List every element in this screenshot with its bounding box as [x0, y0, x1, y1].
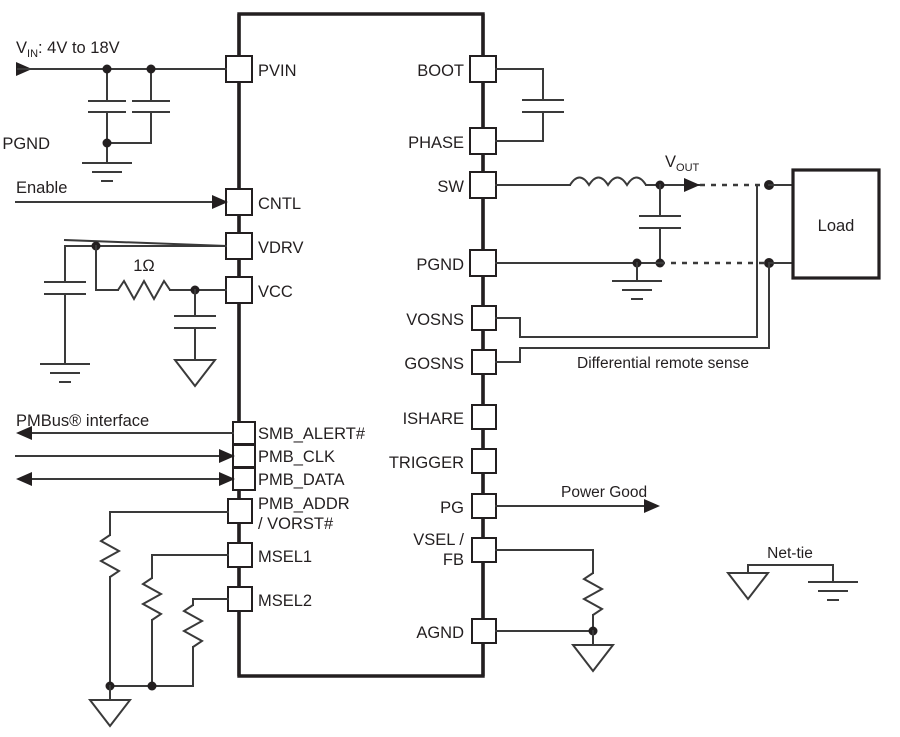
pin-label-agnd: AGND	[416, 624, 464, 642]
pin-label-smb-alert: SMB_ALERT#	[258, 425, 366, 443]
pin-phase[interactable]: PHASE	[408, 127, 497, 155]
boot-capacitor	[522, 99, 564, 113]
vout-main-text: V	[665, 153, 676, 171]
differential-remote-sense-net: Differential remote sense	[495, 184, 770, 372]
resistor-msel2	[181, 604, 205, 648]
vin-main-text: V	[16, 39, 27, 57]
vdrv-vcc-net: 1Ω	[40, 238, 228, 388]
resistor-msel1	[140, 577, 164, 621]
label-vout: VOUT	[665, 153, 700, 174]
pgnd-output-net	[495, 258, 794, 300]
vout-sub-text: OUT	[676, 162, 700, 174]
output-capacitor	[639, 215, 681, 229]
pin-label-pvin: PVIN	[258, 62, 297, 80]
input-capacitor-2	[132, 100, 170, 113]
ic-body	[237, 12, 485, 678]
input-capacitor-1	[88, 100, 126, 113]
pin-vcc[interactable]: VCC	[225, 276, 293, 304]
agnd-triangle-symbol-msel	[87, 699, 133, 728]
vin-range-text: : 4V to 18V	[38, 39, 120, 57]
pin-label-gosns: GOSNS	[404, 355, 464, 373]
label-pgnd-input: PGND	[2, 135, 50, 153]
pin-label-pmb-clk: PMB_CLK	[258, 448, 335, 466]
pin-label-pmb-data: PMB_DATA	[258, 471, 345, 489]
vin-input-net: PGND	[2, 62, 227, 182]
pin-label-vosns: VOSNS	[406, 311, 464, 329]
enable-net: Enable	[15, 179, 228, 209]
net-tie-group: Net-tie	[725, 545, 858, 601]
pin-label-pmb-addr: PMB_ADDR	[258, 495, 350, 513]
pin-msel1[interactable]: MSEL1	[227, 542, 312, 568]
pin-pgnd-right[interactable]: PGND	[416, 249, 497, 277]
pmbus-interface-net: PMBus® interface	[15, 412, 235, 486]
label-resistor-1ohm: 1Ω	[133, 257, 155, 275]
label-vin: VIN: 4V to 18V	[16, 39, 120, 60]
pin-label-vorst: / VORST#	[258, 515, 334, 533]
agnd-triangle-symbol-net-tie	[725, 572, 771, 601]
pin-label-ishare: ISHARE	[403, 410, 464, 428]
load-block: Load	[791, 168, 881, 280]
pgnd-earth-symbol-vdrv	[40, 363, 90, 383]
pin-label-msel2: MSEL2	[258, 592, 312, 610]
pin-pmb-data[interactable]: PMB_DATA	[232, 467, 345, 491]
vcc-capacitor	[174, 315, 216, 329]
pin-smb-alert[interactable]: SMB_ALERT#	[232, 421, 366, 445]
label-pmbus-interface: PMBus® interface	[16, 412, 149, 430]
pin-label-pg: PG	[440, 499, 464, 517]
pin-label-msel1: MSEL1	[258, 548, 312, 566]
svg-text:VOUT: VOUT	[665, 153, 700, 174]
svg-text:VIN: 4V to 18V: VIN: 4V to 18V	[16, 39, 120, 60]
vdrv-capacitor	[44, 281, 86, 295]
pin-ishare[interactable]: ISHARE	[403, 404, 497, 430]
pin-label-vsel: VSEL /	[413, 531, 464, 549]
resistor-fb	[581, 572, 605, 616]
pin-label-boot: BOOT	[417, 62, 464, 80]
pgnd-earth-symbol-input	[82, 162, 132, 182]
inductor	[569, 176, 647, 187]
boot-capacitor-net	[495, 68, 564, 142]
pin-boot[interactable]: BOOT	[417, 55, 497, 83]
pgnd-earth-symbol-net-tie	[808, 581, 858, 601]
pin-trigger[interactable]: TRIGGER	[389, 448, 497, 474]
pin-gosns[interactable]: GOSNS	[404, 349, 497, 375]
label-power-good: Power Good	[561, 484, 647, 501]
pin-label-sw: SW	[437, 178, 464, 196]
pin-agnd[interactable]: AGND	[416, 618, 497, 644]
pin-pmb-addr-vorst[interactable]: PMB_ADDR / VORST#	[227, 495, 350, 533]
label-enable: Enable	[16, 179, 67, 197]
pin-pvin[interactable]: PVIN	[225, 55, 297, 83]
pin-pmb-clk[interactable]: PMB_CLK	[232, 444, 335, 468]
vin-sub-text: IN	[27, 48, 38, 60]
pgnd-earth-symbol-output	[612, 280, 662, 300]
pin-sw[interactable]: SW	[437, 171, 497, 199]
pin-pg[interactable]: PG	[440, 493, 497, 519]
pin-cntl[interactable]: CNTL	[225, 188, 301, 216]
pin-msel2[interactable]: MSEL2	[227, 586, 312, 612]
pin-label-vcc: VCC	[258, 283, 293, 301]
pin-vdrv[interactable]: VDRV	[225, 232, 304, 260]
pin-label-phase: PHASE	[408, 134, 464, 152]
pin-label-vdrv: VDRV	[258, 239, 304, 257]
sw-output-net	[495, 176, 794, 268]
pin-label-fb: FB	[443, 551, 464, 569]
pin-label-trigger: TRIGGER	[389, 454, 464, 472]
power-good-net: Power Good	[495, 484, 660, 513]
pin-label-cntl: CNTL	[258, 195, 301, 213]
msel-pulldown-net	[87, 511, 229, 728]
label-net-tie: Net-tie	[767, 545, 813, 562]
label-differential-remote-sense: Differential remote sense	[577, 355, 749, 372]
agnd-triangle-symbol-vcc	[172, 359, 218, 388]
load-label: Load	[818, 217, 855, 235]
agnd-triangle-symbol-fb	[570, 644, 616, 673]
resistor-pmb-addr	[98, 534, 122, 578]
pin-label-pgnd: PGND	[416, 256, 464, 274]
resistor-1ohm	[117, 278, 171, 302]
vsel-fb-net	[495, 549, 616, 673]
pin-vosns[interactable]: VOSNS	[406, 305, 497, 331]
